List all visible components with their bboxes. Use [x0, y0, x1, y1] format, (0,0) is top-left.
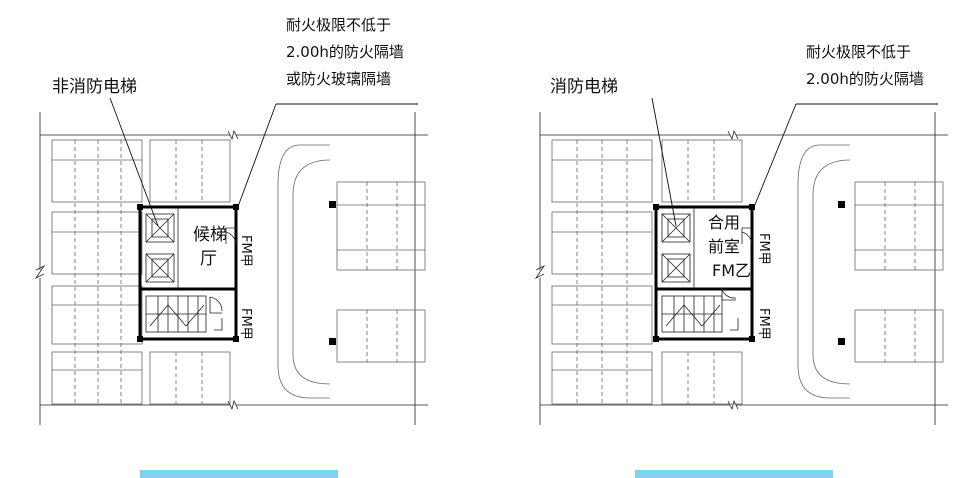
door-label-lower: FM甲 — [238, 308, 253, 340]
door-label-upper: FM甲 — [238, 235, 253, 267]
parking-stalls-right — [838, 181, 944, 363]
hall-label-line-1: 合用 — [708, 213, 740, 232]
wall-note-line-2: 2.00h的防火隔墙 — [806, 70, 924, 88]
elevator-label: 消防电梯 — [550, 77, 618, 97]
parking-stalls-right — [329, 181, 426, 363]
parking-stalls-left — [551, 139, 743, 405]
wall-note-line-1: 耐火极限不低于 — [286, 16, 391, 34]
elevator-core — [654, 205, 754, 341]
wall-note-line-2: 2.00h的防火隔墙 — [286, 43, 404, 61]
wall-note-line-1: 耐火极限不低于 — [806, 43, 911, 61]
wall-note-line-3: 或防火玻璃隔墙 — [286, 70, 391, 88]
door-label-lower: FM甲 — [756, 308, 771, 340]
right-plan: 消防电梯 耐火极限不低于 2.00h的防火隔墙 合用 前室 FM乙 FM甲 FM… — [534, 43, 948, 425]
hall-label-line-1: 候梯 — [193, 225, 227, 245]
door-label-upper: FM甲 — [756, 233, 771, 265]
caption-bar-right — [635, 470, 833, 478]
hall-label-line-2: 厅 — [200, 249, 217, 269]
core-column-markers — [653, 204, 755, 342]
core-column-markers — [137, 204, 239, 342]
inner-door-label: FM乙 — [712, 261, 751, 280]
elevator-label: 非消防电梯 — [52, 77, 137, 97]
caption-bar-left — [140, 470, 338, 478]
hall-label-line-2: 前室 — [708, 237, 740, 256]
parking-stalls-left — [51, 139, 231, 405]
elevator-core — [138, 205, 238, 341]
left-plan: 非消防电梯 耐火极限不低于 2.00h的防火隔墙 或防火玻璃隔墙 候梯 厅 FM… — [34, 16, 428, 425]
